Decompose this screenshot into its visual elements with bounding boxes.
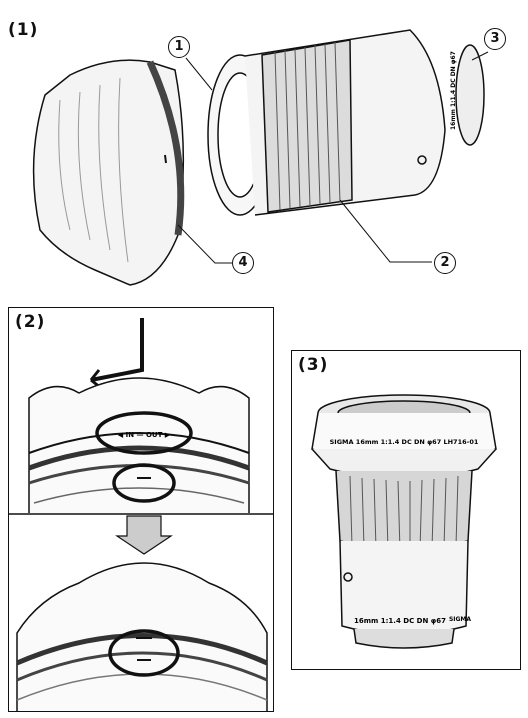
lens-body-drawing <box>207 29 485 216</box>
callout-4: 4 <box>232 252 254 274</box>
section-2-label: (2) <box>15 312 46 332</box>
section-3-panel: (3) SIGMA 16mm 1:1.4 DC DN φ67 LH716-01 … <box>291 350 521 670</box>
index-mark-text: ◀ IN — OUT ▶ <box>118 431 171 439</box>
barrel-text: 16mm 1:1.4 DC DN φ67 <box>354 617 446 625</box>
brand-text: SIGMA <box>449 616 471 623</box>
lens-hood-drawing <box>32 59 185 286</box>
lens-engraving-text: 16mm 1:1.4 DC DN φ67 <box>450 51 457 130</box>
section-3-label: (3) <box>298 355 329 375</box>
section-2-illustration: ◀ IN — OUT ▶ <box>9 318 273 711</box>
callout-3: 3 <box>484 28 506 50</box>
section-1-label: (1) <box>8 20 39 40</box>
index-mark-highlight-ring <box>95 411 193 503</box>
callout-leader-lines <box>177 51 489 264</box>
section-3-illustration: SIGMA 16mm 1:1.4 DC DN φ67 LH716-01 16mm… <box>311 394 497 649</box>
alignment-highlight-ring <box>108 629 180 677</box>
hood-text: SIGMA 16mm 1:1.4 DC DN φ67 LH716-01 <box>330 438 479 446</box>
callout-2: 2 <box>434 252 456 274</box>
section-1-illustration: 16mm 1:1.4 DC DN φ67 <box>32 29 489 286</box>
section-2-panel: (2) ◀ IN — OUT ▶ <box>8 307 274 712</box>
arrow-down-icon <box>115 515 173 555</box>
callout-1: 1 <box>168 36 190 58</box>
